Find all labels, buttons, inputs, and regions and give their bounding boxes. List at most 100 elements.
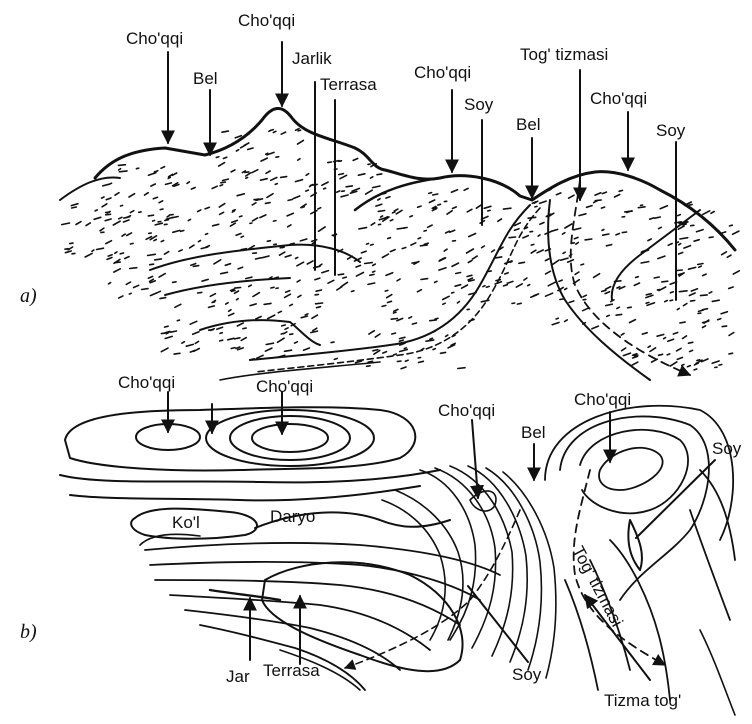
hatch-stroke xyxy=(405,360,408,361)
hatch-stroke xyxy=(386,197,390,198)
hatch-stroke xyxy=(655,217,661,218)
hatch-stroke xyxy=(86,223,90,226)
hatch-stroke xyxy=(712,361,719,363)
hatch-stroke xyxy=(457,302,459,303)
hatch-stroke xyxy=(668,244,672,246)
hatch-stroke xyxy=(400,350,408,352)
hatch-stroke xyxy=(404,228,408,229)
hatch-stroke xyxy=(125,257,129,259)
hatch-stroke xyxy=(396,210,402,214)
hatch-stroke xyxy=(428,225,433,227)
hatch-stroke xyxy=(546,293,553,296)
hatch-stroke xyxy=(337,191,340,192)
label-b-soy-right: Soy xyxy=(712,439,742,458)
hatch-stroke xyxy=(694,369,697,370)
hatch-stroke xyxy=(559,280,562,281)
hatch-stroke xyxy=(341,195,348,197)
hatch-stroke xyxy=(161,241,164,242)
hatch-stroke xyxy=(221,182,226,183)
hatch-stroke xyxy=(691,301,695,302)
hatch-stroke xyxy=(286,291,290,293)
hatch-stroke xyxy=(385,290,388,291)
hatch-stroke xyxy=(664,338,666,339)
hatch-stroke xyxy=(270,130,273,131)
hatch-stroke xyxy=(174,353,180,354)
hatch-stroke xyxy=(339,174,344,175)
hatch-stroke xyxy=(271,287,274,288)
hatch-stroke xyxy=(517,303,521,304)
hatch-stroke xyxy=(186,344,193,346)
hatch-stroke xyxy=(306,190,309,191)
hatch-stroke xyxy=(232,211,234,212)
hatch-stroke xyxy=(556,193,561,195)
hatch-stroke xyxy=(265,203,270,204)
hatch-stroke xyxy=(252,218,257,221)
hatch-stroke xyxy=(307,261,313,264)
hatch-stroke xyxy=(404,348,406,349)
hatch-stroke xyxy=(231,170,235,172)
hatch-stroke xyxy=(352,291,354,292)
hatch-stroke xyxy=(595,200,601,201)
hatch-stroke xyxy=(306,174,309,176)
hatch-stroke xyxy=(241,145,246,148)
hatch-stroke xyxy=(388,238,391,239)
hatch-stroke xyxy=(175,304,181,307)
hatch-stroke xyxy=(430,320,436,321)
hatch-stroke xyxy=(540,201,547,203)
hatch-stroke xyxy=(548,282,555,286)
hatch-stroke xyxy=(246,173,251,176)
hatch-stroke xyxy=(390,220,393,221)
ridge-flank xyxy=(548,200,650,380)
hatch-stroke xyxy=(318,208,321,209)
hatch-stroke xyxy=(161,348,168,352)
label-a-soy-right: Soy xyxy=(656,121,686,140)
hatch-stroke xyxy=(687,366,690,367)
hatch-stroke xyxy=(594,274,600,278)
valley-road-left xyxy=(250,205,530,360)
hatch-stroke xyxy=(375,334,380,337)
hatch-stroke xyxy=(657,335,664,337)
hatch-stroke xyxy=(288,200,292,201)
hatch-stroke xyxy=(540,223,544,225)
hatch-stroke xyxy=(95,210,97,211)
label-b-soy-bottom: Soy xyxy=(512,665,542,684)
hatch-stroke xyxy=(565,320,568,322)
hatch-stroke xyxy=(628,307,632,308)
hatch-stroke xyxy=(703,211,710,215)
hatch-stroke xyxy=(320,264,322,265)
hatch-stroke xyxy=(72,207,77,208)
hatch-stroke xyxy=(711,212,714,214)
hatch-stroke xyxy=(205,207,209,209)
hatch-stroke xyxy=(602,290,606,291)
hatch-stroke xyxy=(266,171,270,173)
hatch-stroke xyxy=(282,247,285,248)
hatch-stroke xyxy=(343,277,346,278)
hatch-stroke xyxy=(467,209,472,212)
hatch-stroke xyxy=(576,243,579,245)
hatch-stroke xyxy=(699,266,702,267)
hatch-stroke xyxy=(630,320,636,323)
hatch-stroke xyxy=(62,223,70,225)
hatch-stroke xyxy=(679,244,681,245)
hatch-stroke xyxy=(443,303,445,304)
hatch-stroke xyxy=(729,333,734,336)
hatch-stroke xyxy=(166,183,172,185)
hatch-stroke xyxy=(719,365,722,366)
hatch-stroke xyxy=(246,277,252,279)
hatch-stroke xyxy=(105,219,111,221)
hatch-stroke xyxy=(148,173,156,176)
hatch-stroke xyxy=(273,131,276,132)
hatch-stroke xyxy=(373,271,375,272)
hatch-stroke xyxy=(563,233,565,234)
hatch-stroke xyxy=(220,340,223,341)
hatch-stroke xyxy=(226,303,228,304)
hatch-stroke xyxy=(703,274,707,276)
hatch-stroke xyxy=(341,282,347,286)
label-a-jarlik: Jarlik xyxy=(292,49,332,68)
hatch-stroke xyxy=(638,207,645,208)
hatch-stroke xyxy=(319,227,326,231)
hatch-stroke xyxy=(606,245,611,246)
hatch-stroke xyxy=(188,219,190,220)
hatch-stroke xyxy=(190,245,194,248)
hatch-stroke xyxy=(688,342,692,343)
